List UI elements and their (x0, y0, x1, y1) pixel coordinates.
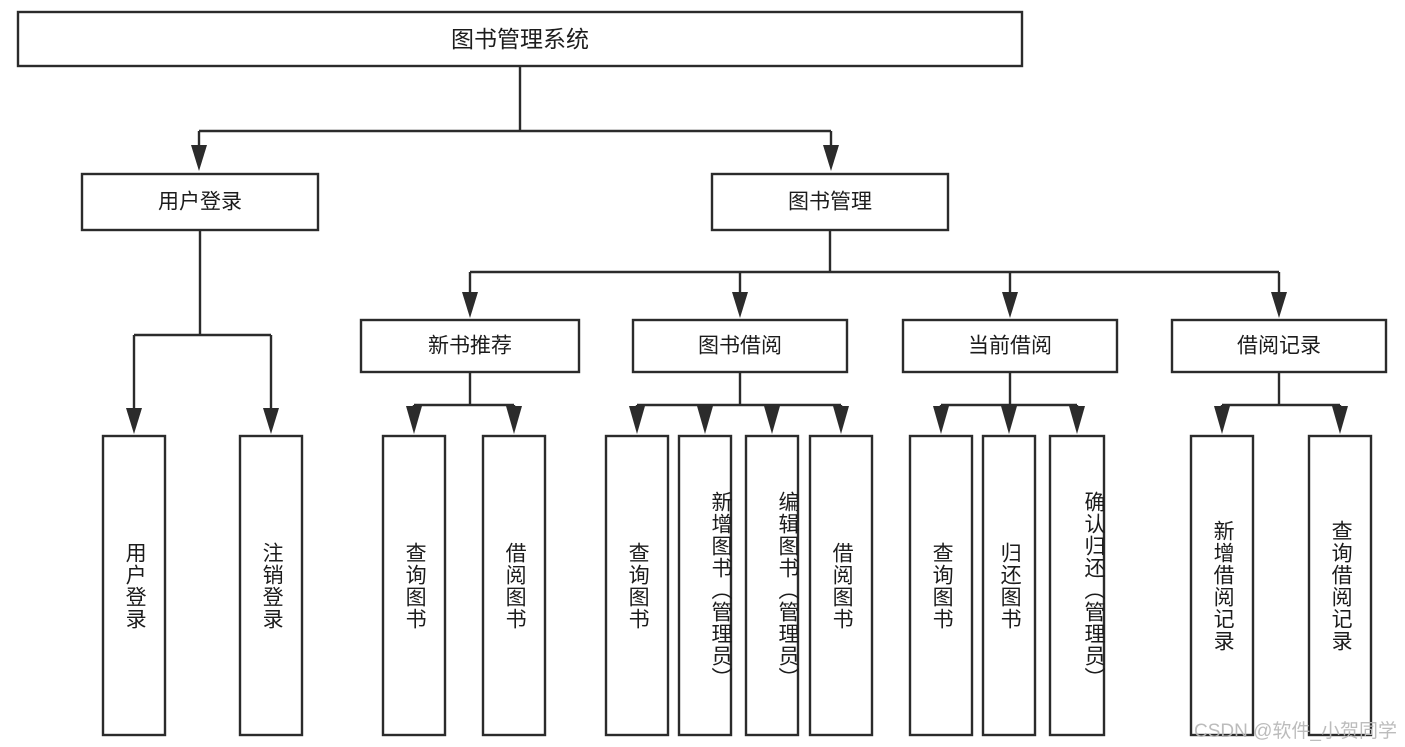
node-new-book-recommend-label: 新书推荐 (428, 335, 512, 358)
node-current-borrow[interactable]: 当前借阅 (901, 318, 1119, 374)
node-borrow-record[interactable]: 借阅记录 (1170, 318, 1388, 374)
leaf-box-12[interactable] (1189, 434, 1255, 737)
arrow-head-user-login (191, 145, 207, 171)
leaf-box-2[interactable] (238, 434, 304, 737)
node-user-login[interactable]: 用户登录 (80, 172, 320, 232)
leaf-box-3[interactable] (381, 434, 447, 737)
node-book-borrow-label: 图书借阅 (698, 335, 782, 358)
arrow-head-leaf-11 (1069, 406, 1085, 434)
node-book-borrow-box[interactable] (631, 318, 849, 374)
csdn-watermark: CSDN @软件_小贺同学 (1194, 721, 1397, 742)
arrow-head-leaf-1 (126, 408, 142, 434)
node-new-book-recommend-box[interactable] (359, 318, 581, 374)
arrow-head-leaf-4 (506, 406, 522, 434)
arrow-head-borrow-record (1271, 292, 1287, 318)
leaf-box-7[interactable] (744, 434, 800, 737)
connector-current-borrow-to-leaves (933, 372, 1085, 434)
arrow-head-leaf-13 (1332, 406, 1348, 434)
node-book-management-label: 图书管理 (788, 191, 872, 214)
node-book-management-box[interactable] (710, 172, 950, 232)
node-borrow-record-box[interactable] (1170, 318, 1388, 374)
arrow-head-book-mgmt (823, 145, 839, 171)
leaf-box-5[interactable] (604, 434, 670, 737)
leaf-box-10[interactable] (981, 434, 1037, 737)
arrow-head-leaf-10 (1001, 406, 1017, 434)
node-book-management[interactable]: 图书管理 (710, 172, 950, 232)
leaf-box-6[interactable] (677, 434, 733, 737)
leaf-box-8[interactable] (808, 434, 874, 737)
node-borrow-record-label: 借阅记录 (1237, 335, 1321, 358)
node-user-login-label: 用户登录 (158, 191, 242, 214)
connector-borrow-record-to-leaves (1214, 372, 1348, 434)
leaf-box-4[interactable] (481, 434, 547, 737)
arrow-head-leaf-6 (697, 406, 713, 434)
node-current-borrow-box[interactable] (901, 318, 1119, 374)
arrow-head-leaf-7 (764, 406, 780, 434)
leaf-box-9[interactable] (908, 434, 974, 737)
arrow-head-new-book-rec (462, 292, 478, 318)
arrow-head-leaf-5 (629, 406, 645, 434)
arrow-head-leaf-9 (933, 406, 949, 434)
arrow-head-current-borrow (1002, 292, 1018, 318)
node-root-label: 图书管理系统 (451, 26, 589, 52)
arrow-head-leaf-8 (833, 406, 849, 434)
node-root[interactable]: 图书管理系统 (16, 10, 1024, 68)
arrow-head-leaf-12 (1214, 406, 1230, 434)
node-book-borrow[interactable]: 图书借阅 (631, 318, 849, 374)
node-root-box[interactable] (16, 10, 1024, 68)
node-current-borrow-label: 当前借阅 (968, 335, 1052, 358)
connector-user-login-to-leaves (126, 230, 279, 434)
leaf-box-1[interactable] (101, 434, 167, 737)
connector-new-book-recommend-to-leaves (406, 372, 522, 434)
connector-book-borrow-to-leaves (629, 372, 849, 434)
connector-book-mgmt-to-level2 (462, 230, 1287, 318)
leaf-box-11[interactable] (1048, 434, 1106, 737)
connector-root-to-level1 (191, 66, 839, 171)
arrow-head-leaf-2 (263, 408, 279, 434)
node-new-book-recommend[interactable]: 新书推荐 (359, 318, 581, 374)
arrow-head-book-borrow (732, 292, 748, 318)
arrow-head-leaf-3 (406, 406, 422, 434)
leaf-box-13[interactable] (1307, 434, 1373, 737)
